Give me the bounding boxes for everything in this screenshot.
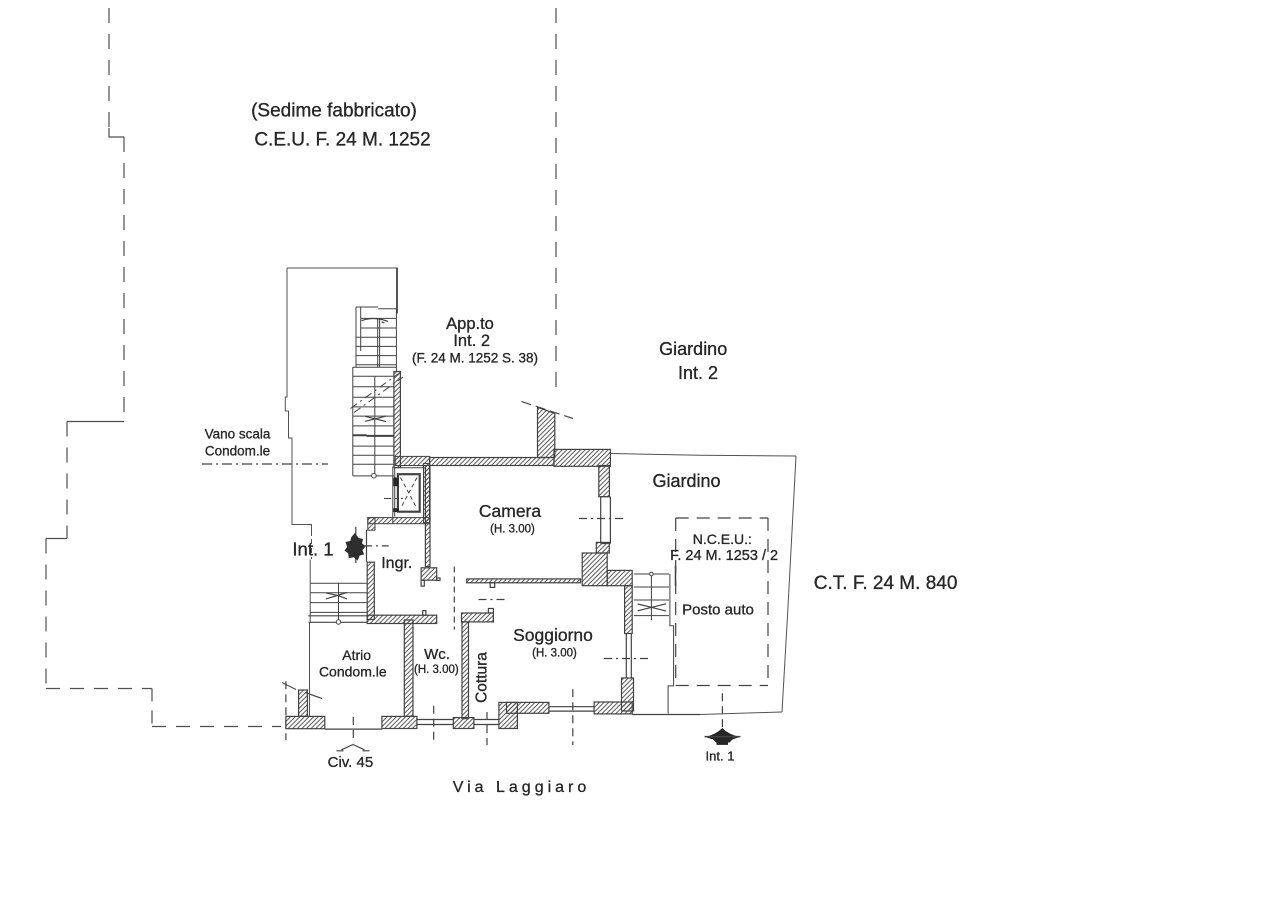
svg-text:N.C.E.U.:: N.C.E.U.: [693, 531, 752, 547]
svg-text:Soggiorno: Soggiorno [513, 625, 593, 645]
svg-text:Int. 1: Int. 1 [706, 749, 735, 764]
svg-text:Camera: Camera [479, 501, 542, 521]
svg-text:Giardino: Giardino [659, 339, 727, 359]
svg-text:(H. 3.00): (H. 3.00) [490, 524, 535, 536]
svg-text:(H. 3.00): (H. 3.00) [532, 648, 577, 660]
svg-text:Ingr.: Ingr. [381, 555, 412, 572]
svg-text:Atrio: Atrio [342, 647, 371, 663]
svg-text:App.to: App.to [446, 315, 494, 333]
svg-text:Int. 2: Int. 2 [453, 332, 490, 350]
svg-text:Civ. 45: Civ. 45 [328, 754, 374, 771]
svg-text:Wc.: Wc. [424, 646, 450, 663]
svg-text:C.T. F. 24 M. 840: C.T. F. 24 M. 840 [814, 573, 958, 594]
svg-text:(Sedime fabbricato): (Sedime fabbricato) [251, 101, 417, 122]
svg-text:Via Laggiaro: Via Laggiaro [453, 779, 591, 796]
svg-text:Giardino: Giardino [652, 471, 720, 491]
svg-text:(H. 3.00): (H. 3.00) [414, 664, 459, 676]
svg-text:C.E.U. F. 24 M. 1252: C.E.U. F. 24 M. 1252 [254, 130, 430, 151]
svg-text:(F. 24 M. 1252 S. 38): (F. 24 M. 1252 S. 38) [412, 351, 538, 366]
svg-text:Condom.le: Condom.le [319, 664, 387, 680]
svg-text:Condom.le: Condom.le [205, 444, 270, 459]
svg-text:Int. 2: Int. 2 [678, 363, 718, 383]
svg-text:Int. 1: Int. 1 [292, 539, 333, 560]
svg-text:Vano scala: Vano scala [205, 427, 271, 442]
svg-text:Cottura: Cottura [474, 652, 491, 703]
svg-text:Posto auto: Posto auto [682, 602, 754, 619]
svg-text:F. 24 M. 1253 / 2: F. 24 M. 1253 / 2 [670, 548, 778, 564]
